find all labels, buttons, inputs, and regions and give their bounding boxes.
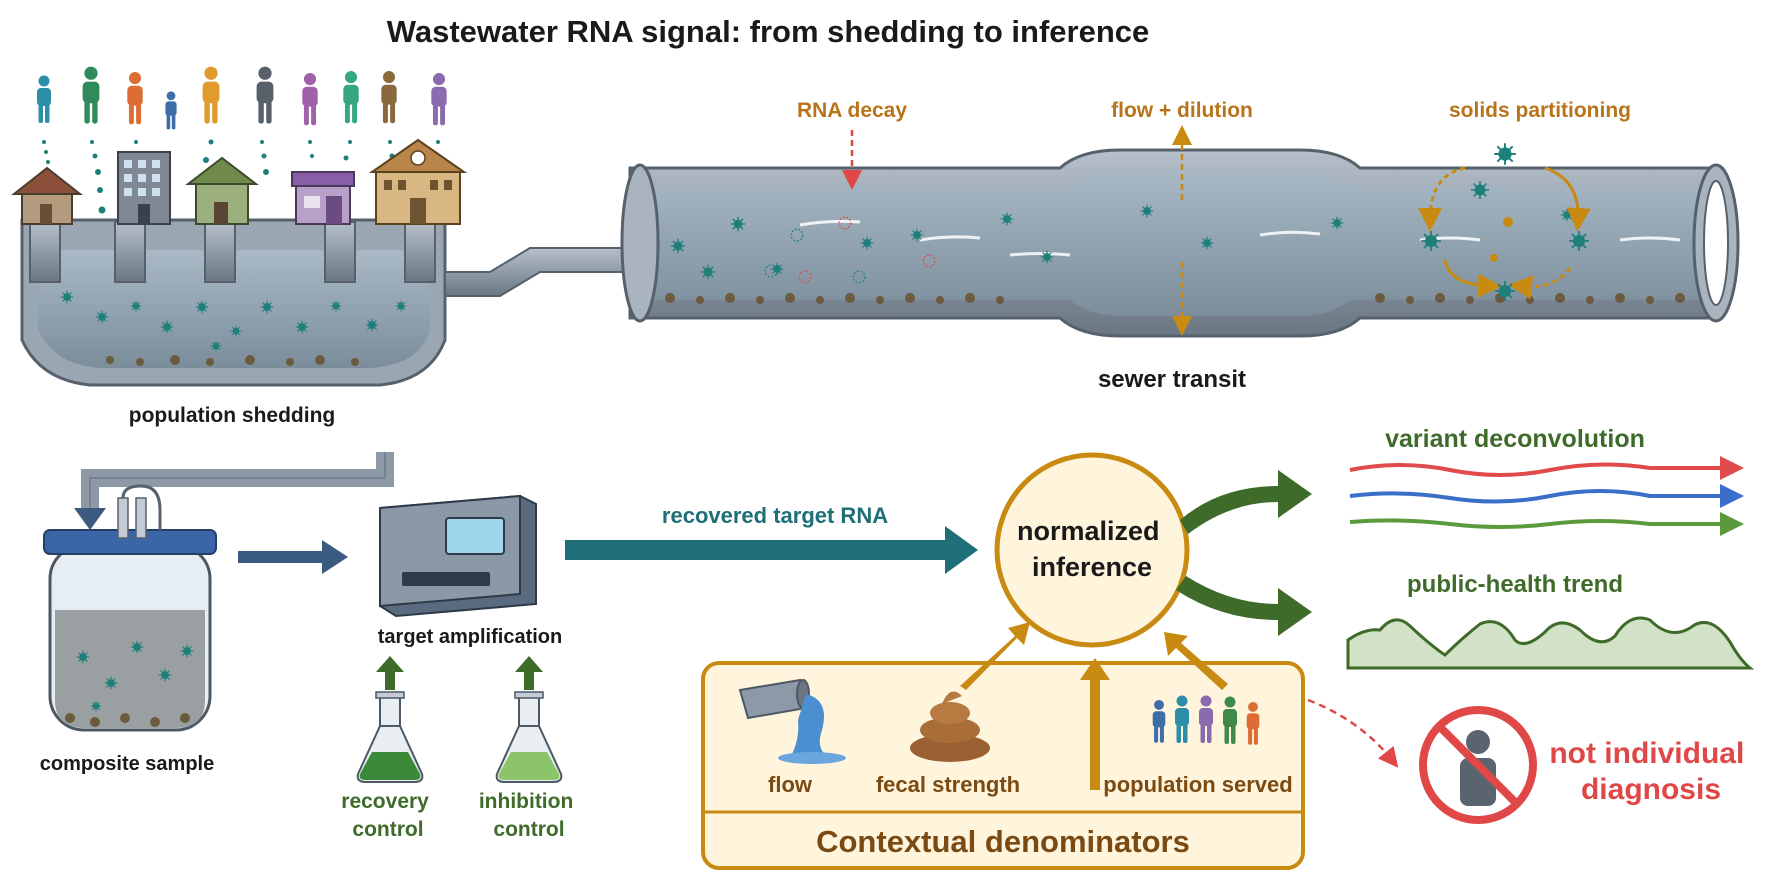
- arrow-to-variant-deconvolution: [1180, 470, 1312, 534]
- label-not-individual-diagnosis-line2: diagnosis: [1581, 773, 1721, 806]
- person-icon: [302, 73, 318, 126]
- label-recovery-control-line1: recovery: [341, 790, 429, 813]
- label-fecal-strength: fecal strength: [876, 772, 1020, 797]
- variant-line-blue: [1349, 484, 1744, 508]
- arrow-not-diagnosis: [1307, 698, 1399, 768]
- label-population-shedding: population shedding: [129, 404, 335, 427]
- variant-lines: [1349, 456, 1744, 536]
- label-recovery-control: recovery control: [341, 790, 434, 841]
- sample-jar-icon: [43, 484, 217, 732]
- shop-icon: [291, 171, 355, 225]
- label-flow-dilution: flow + dilution: [1111, 99, 1253, 122]
- label-contextual-denominators: Contextual denominators: [816, 824, 1190, 859]
- label-variant-deconvolution: variant deconvolution: [1385, 425, 1645, 453]
- label-rna-decay: RNA decay: [797, 99, 907, 122]
- arrow-fecal-to-inference: [960, 622, 1030, 690]
- flask-icon: [495, 691, 563, 783]
- label-population-served: population served: [1103, 772, 1292, 797]
- house-icon: [185, 156, 259, 225]
- collection-manifold: [20, 218, 641, 387]
- label-inhibition-control-line1: inhibition: [479, 790, 573, 813]
- label-not-individual-diagnosis-line1: not individual: [1549, 737, 1744, 770]
- person-icon: [165, 91, 177, 130]
- pcr-machine-icon: [379, 494, 537, 618]
- label-public-health-trend: public-health trend: [1407, 571, 1623, 598]
- normalized-inference-node: [994, 452, 1190, 648]
- variant-line-red: [1349, 456, 1744, 480]
- prohibited-person-icon: [1419, 706, 1537, 824]
- person-icon: [256, 66, 274, 124]
- variant-line-green: [1349, 512, 1744, 536]
- label-not-individual-diagnosis: not individual diagnosis: [1549, 737, 1752, 806]
- label-inhibition-control-line2: control: [493, 818, 564, 841]
- arrow-to-public-health-trend: [1176, 576, 1312, 636]
- sample-feed-pipe: [74, 452, 394, 530]
- label-sewer-transit: sewer transit: [1098, 366, 1246, 393]
- person-icon: [431, 73, 447, 126]
- public-health-trend-wave: [1346, 616, 1755, 670]
- people-row: [37, 66, 447, 130]
- label-normalized-inference-line2: inference: [1032, 552, 1152, 582]
- person-icon: [37, 75, 51, 123]
- arrow-population-to-inference: [1080, 658, 1110, 790]
- label-solids-partitioning: solids partitioning: [1449, 99, 1631, 122]
- diagram-title: Wastewater RNA signal: from shedding to …: [387, 14, 1149, 49]
- label-recovery-control-line2: control: [352, 818, 423, 841]
- arrow-population-served-to-inference: [1164, 632, 1228, 690]
- feces-icon: [910, 691, 990, 762]
- label-normalized-inference-line1: normalized: [1017, 516, 1160, 546]
- label-composite-sample: composite sample: [40, 753, 215, 775]
- person-icon: [381, 71, 397, 124]
- school-icon: [368, 138, 468, 225]
- person-icon: [202, 66, 220, 124]
- buildings-row: [11, 138, 468, 225]
- pipe-pour-icon: [738, 678, 846, 764]
- label-target-amplification: target amplification: [378, 626, 562, 648]
- label-flow: flow: [768, 772, 813, 797]
- apartment-icon: [117, 151, 171, 225]
- house-icon: [11, 166, 83, 225]
- arrow-sample-to-amplification: [238, 540, 348, 574]
- arrow-recovery-to-amplification: [376, 656, 404, 690]
- person-icon: [82, 66, 100, 124]
- person-icon: [127, 72, 143, 125]
- solids-partitioning-cycle: [1418, 142, 1591, 302]
- arrow-recovered-rna: [565, 526, 978, 574]
- arrow-inhibition-to-amplification: [515, 656, 543, 690]
- sewer-pipe: [620, 148, 1740, 338]
- label-inhibition-control: inhibition control: [479, 790, 579, 841]
- label-normalized-inference: normalized inference: [1017, 516, 1167, 582]
- flask-icon: [356, 691, 424, 783]
- person-icon: [343, 71, 359, 124]
- label-recovered-target-rna: recovered target RNA: [662, 503, 888, 528]
